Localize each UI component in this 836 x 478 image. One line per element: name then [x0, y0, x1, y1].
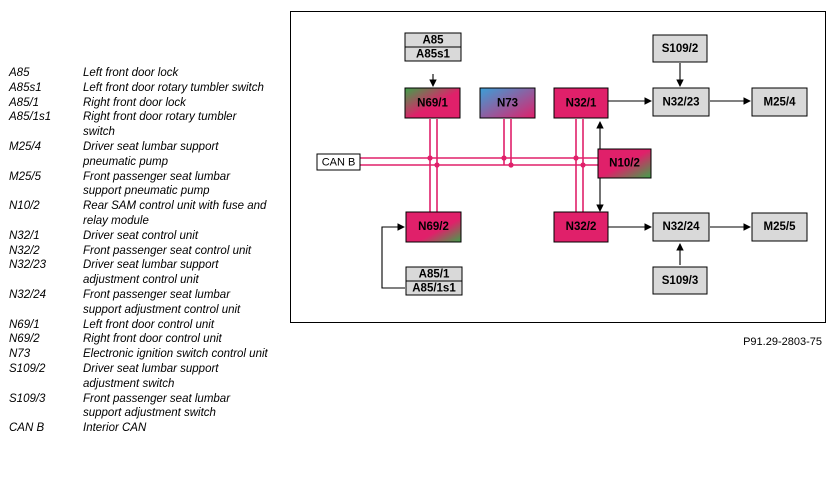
s109-3-switch: S109/3: [652, 266, 708, 295]
can-b-label-box: CAN B: [316, 153, 361, 171]
legend-code: S109/3: [9, 392, 46, 405]
legend-description: Right front door control unit: [83, 333, 222, 346]
legend-code: N32/23: [9, 259, 47, 272]
signal-lines: [381, 63, 751, 289]
legend-item: M25/5 Front passenger seat lumbar support…: [9, 170, 279, 200]
legend-code: N73: [9, 348, 31, 361]
n73-label: N73: [497, 98, 518, 110]
a85-1-label: A85/1: [419, 269, 450, 281]
legend-description: Rear SAM control unit with fuse and rela…: [83, 200, 267, 227]
n10-2-label: N10/2: [609, 158, 640, 170]
legend-description: Driver seat lumbar support adjustment co…: [83, 259, 219, 287]
legend-code: N32/2: [9, 244, 40, 257]
m25-4-label: M25/4: [764, 97, 797, 109]
legend-description: Interior CAN: [83, 422, 147, 435]
legend-code: M25/4: [9, 140, 41, 153]
legend-description: Front passenger seat lumbar support adju…: [83, 288, 241, 316]
legend-item: S109/2 Driver seat lumbar support adjustm…: [9, 362, 279, 392]
legend-description: Driver seat lumbar support pneumatic pum…: [83, 140, 219, 168]
diagram-frame: [290, 11, 826, 323]
n10-2-unit: N10/2: [597, 148, 652, 179]
m25-5-pump: M25/5: [751, 212, 808, 242]
figure-reference: P91.29-2803-75: [743, 336, 822, 348]
legend-item: N32/23 Driver seat lumbar support adjustm…: [9, 258, 279, 288]
legend-description: Driver seat lumbar support adjustment sw…: [83, 362, 219, 390]
legend-code: N32/1: [9, 229, 40, 242]
n32-1-label: N32/1: [566, 98, 597, 110]
legend-description: Right front door rotary tumbler switch: [83, 111, 237, 139]
a85-label: A85: [422, 35, 444, 47]
legend-description: Front passenger seat lumbar support pneu…: [83, 170, 231, 198]
legend-code: N69/1: [9, 318, 40, 331]
legend-item: N32/1 Driver seat control unit: [9, 229, 279, 244]
legend-code: S109/2: [9, 362, 46, 375]
legend-item: A85/1s1 Right front door rotary tumbler s…: [9, 110, 279, 140]
legend-description: Left front door lock: [83, 67, 179, 79]
s109-3-label: S109/3: [662, 275, 698, 287]
wiring-diagram: A85 A85s1 N69/1 N73 N32/1 S109/2 N32/23 …: [316, 32, 808, 296]
legend-description: Front passenger seat control unit: [83, 244, 252, 257]
legend-code: A85: [9, 67, 30, 79]
n32-24-unit: N32/24: [652, 212, 710, 242]
s109-2-switch: S109/2: [652, 34, 708, 63]
n32-24-label: N32/24: [662, 221, 700, 233]
legend-item: N32/24 Front passenger seat lumbar suppor…: [9, 288, 279, 318]
legend-description: Front passenger seat lumbar support adju…: [83, 392, 231, 420]
bus-junctions: [427, 155, 586, 168]
n69-2-unit: N69/2: [405, 211, 462, 243]
legend-description: Right front door lock: [83, 96, 186, 109]
legend-description: Electronic ignition switch control unit: [83, 348, 268, 361]
m25-5-label: M25/5: [764, 221, 797, 233]
can-b-label: CAN B: [322, 157, 356, 169]
n32-2-label: N32/2: [566, 221, 597, 233]
legend-item: A85 Left front door lock: [9, 66, 279, 81]
legend-description: Left front door control unit: [83, 318, 215, 331]
a85-component: A85 A85s1: [404, 32, 462, 62]
n69-1-label: N69/1: [417, 98, 448, 110]
m25-4-pump: M25/4: [751, 87, 808, 117]
s109-2-label: S109/2: [662, 43, 698, 55]
legend-item: M25/4 Driver seat lumbar support pneumati…: [9, 140, 279, 170]
legend-item: A85s1 Left front door rotary tumbler swit…: [9, 81, 279, 96]
legend-code: M25/5: [9, 170, 41, 183]
n32-1-unit: N32/1: [553, 87, 609, 119]
legend-code: A85/1: [9, 96, 40, 109]
legend-code: A85/1s1: [9, 111, 52, 124]
legend-code: N10/2: [9, 200, 40, 213]
n73-unit: N73: [479, 87, 536, 119]
n69-1-unit: N69/1: [404, 87, 461, 119]
legend-code: N69/2: [9, 333, 40, 346]
legend-description: Driver seat control unit: [83, 229, 199, 242]
n69-2-label: N69/2: [418, 221, 449, 233]
n32-23-label: N32/23: [662, 97, 699, 109]
legend-item: N69/2 Right front door control unit: [9, 332, 279, 347]
legend-code: CAN B: [9, 422, 45, 435]
legend-description: Left front door rotary tumbler switch: [83, 81, 264, 94]
legend-item: A85/1 Right front door lock: [9, 96, 279, 111]
legend-item: CAN B Interior CAN: [9, 421, 279, 436]
n32-23-unit: N32/23: [652, 87, 710, 117]
legend-item: N32/2 Front passenger seat control unit: [9, 244, 279, 259]
can-bus: [360, 119, 598, 213]
legend-code: N32/24: [9, 288, 47, 301]
a85s1-label: A85s1: [416, 49, 450, 61]
legend-code: A85s1: [9, 81, 42, 94]
legend-item: N69/1 Left front door control unit: [9, 318, 279, 333]
legend-item: N10/2 Rear SAM control unit with fuse and…: [9, 199, 279, 229]
a85-1s1-label: A85/1s1: [412, 283, 456, 295]
n32-2-unit: N32/2: [553, 211, 609, 243]
legend-item: N73 Electronic ignition switch control un…: [9, 347, 279, 362]
legend-item: S109/3 Front passenger seat lumbar suppor…: [9, 392, 279, 422]
a85-1-component: A85/1 A85/1s1: [405, 266, 463, 296]
